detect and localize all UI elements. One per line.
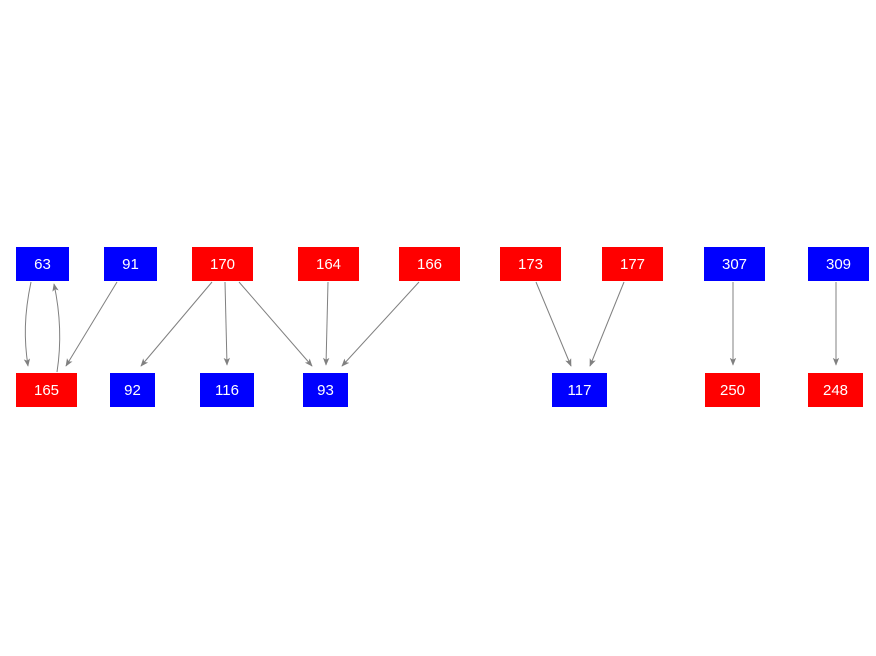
graph-node-309[interactable]: 309 (808, 247, 869, 281)
graph-node-170[interactable]: 170 (192, 247, 253, 281)
graph-node-label: 170 (209, 255, 236, 273)
graph-node-label: 177 (619, 255, 646, 273)
graph-node-label: 250 (719, 381, 746, 399)
graph-node-307[interactable]: 307 (704, 247, 765, 281)
graph-node-248[interactable]: 248 (808, 373, 863, 407)
graph-node-label: 116 (215, 381, 239, 399)
edge-63-to-165 (23, 281, 32, 367)
edge-170-to-92 (140, 281, 213, 367)
graph-node-177[interactable]: 177 (602, 247, 663, 281)
graph-node-label: 307 (721, 255, 748, 273)
graph-node-173[interactable]: 173 (500, 247, 561, 281)
edge-91-to-165 (65, 281, 118, 367)
graph-node-92[interactable]: 92 (110, 373, 155, 407)
graph-node-label: 91 (122, 255, 139, 273)
graph-node-label: 309 (825, 255, 852, 273)
graph-node-166[interactable]: 166 (399, 247, 460, 281)
graph-node-117[interactable]: 117 (552, 373, 607, 407)
graph-node-250[interactable]: 250 (705, 373, 760, 407)
edge-164-to-93 (322, 281, 330, 366)
graph-node-116[interactable]: 116 (200, 373, 254, 407)
edge-170-to-116 (223, 281, 231, 366)
graph-node-label: 165 (33, 381, 60, 399)
graph-node-91[interactable]: 91 (104, 247, 157, 281)
edge-166-to-93 (341, 281, 420, 367)
graph-node-label: 173 (517, 255, 544, 273)
graph-node-label: 164 (315, 255, 342, 273)
edge-177-to-117 (589, 281, 625, 367)
graph-node-93[interactable]: 93 (303, 373, 348, 407)
graph-node-label: 166 (416, 255, 443, 273)
edge-170-to-93 (238, 281, 313, 367)
graph-node-label: 117 (567, 381, 592, 399)
graph-node-label: 92 (124, 381, 141, 399)
graph-node-label: 93 (317, 381, 334, 399)
edge-173-to-117 (535, 281, 572, 367)
graph-node-label: 63 (34, 255, 51, 273)
edge-group (23, 281, 840, 373)
graph-node-63[interactable]: 63 (16, 247, 69, 281)
graph-node-164[interactable]: 164 (298, 247, 359, 281)
graph-node-165[interactable]: 165 (16, 373, 77, 407)
graph-node-label: 248 (822, 381, 849, 399)
edge-165-to-63 (52, 283, 61, 373)
